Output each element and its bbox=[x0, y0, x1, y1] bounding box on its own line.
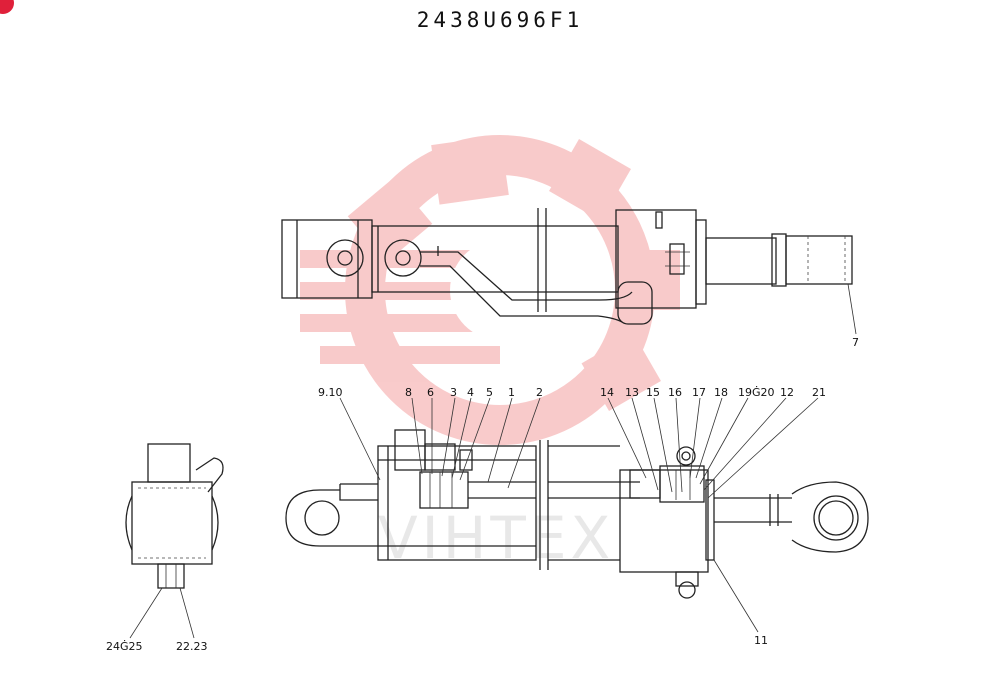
callout-16: 16 bbox=[668, 386, 682, 399]
callout-17: 17 bbox=[692, 386, 706, 399]
callout-3: 3 bbox=[450, 386, 457, 399]
callout-21: 21 bbox=[812, 386, 826, 399]
callout-5: 5 bbox=[486, 386, 493, 399]
callout-22-23: 22.23 bbox=[176, 640, 208, 653]
callout-13: 13 bbox=[625, 386, 639, 399]
drawing-title: 2438U696F1 bbox=[416, 8, 584, 32]
callout-14: 14 bbox=[600, 386, 614, 399]
corner-badge bbox=[0, 0, 14, 14]
callout-7: 7 bbox=[852, 336, 859, 349]
callout-12: 12 bbox=[780, 386, 794, 399]
callout-19-20: 19Ġ20 bbox=[738, 386, 775, 399]
callout-9-10: 9.10 bbox=[318, 386, 343, 399]
callout-24-25: 24Ġ25 bbox=[106, 640, 143, 653]
watermark-text: VIHTEX bbox=[378, 504, 614, 572]
callout-6: 6 bbox=[427, 386, 434, 399]
callouts: 7 9.10 8 6 3 4 5 1 2 14 13 15 16 17 18 1… bbox=[106, 336, 859, 653]
cylinder-top-view bbox=[281, 208, 857, 335]
callout-18: 18 bbox=[714, 386, 728, 399]
leader-lines bbox=[339, 397, 819, 633]
callout-15: 15 bbox=[646, 386, 660, 399]
callout-2: 2 bbox=[536, 386, 543, 399]
callout-8: 8 bbox=[405, 386, 412, 399]
cylinder-main-view bbox=[285, 429, 869, 599]
cylinder-side-view bbox=[125, 443, 224, 639]
callout-1: 1 bbox=[508, 386, 515, 399]
callout-4: 4 bbox=[467, 386, 474, 399]
callout-11: 11 bbox=[754, 634, 768, 647]
watermark-gear-logo bbox=[300, 135, 680, 445]
